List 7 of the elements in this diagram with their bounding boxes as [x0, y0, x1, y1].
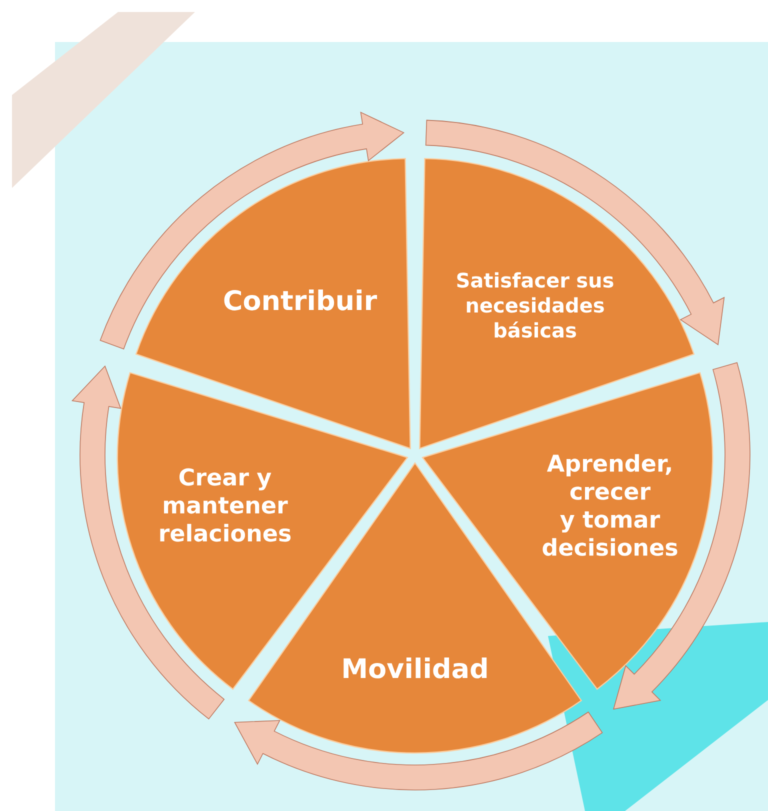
- pie-segment: Satisfacer sus necesidades básicas: [419, 158, 694, 450]
- curved-arrow: [234, 712, 603, 790]
- curved-arrow: [613, 362, 750, 710]
- pie-segment: Contribuir: [136, 158, 411, 450]
- curved-arrow: [72, 366, 225, 720]
- curved-arrow: [100, 112, 404, 350]
- curved-arrow: [425, 120, 725, 346]
